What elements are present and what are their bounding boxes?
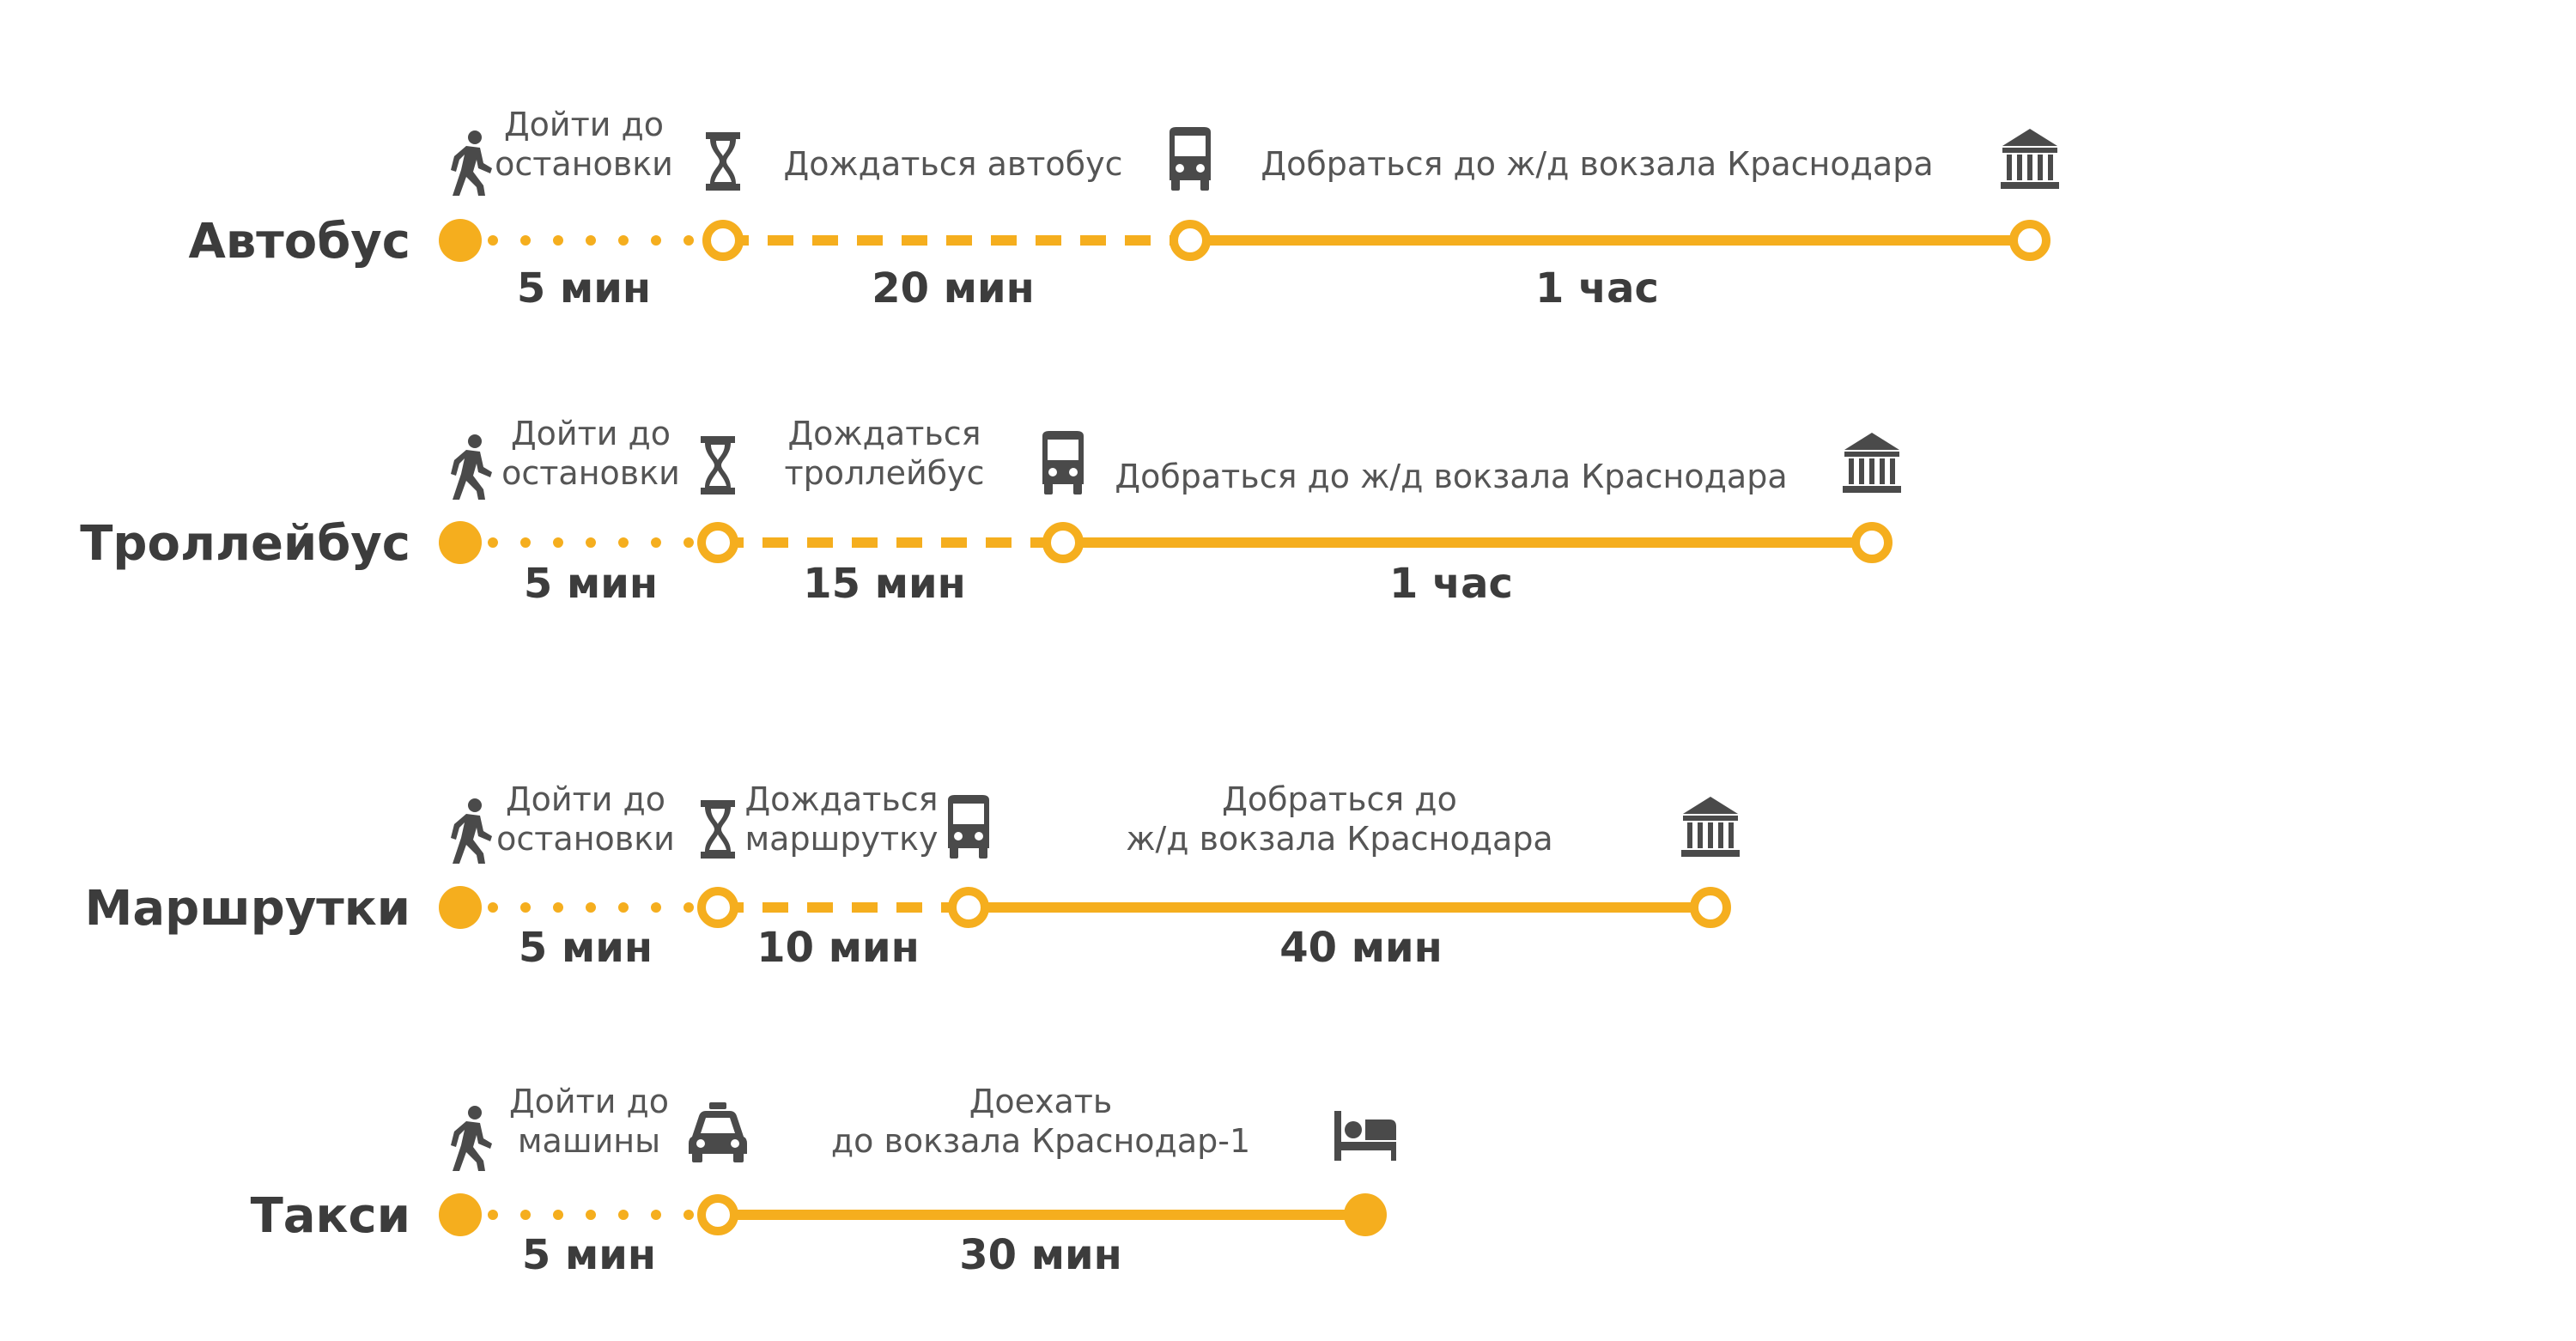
step-label: Дождаться автобус [784, 145, 1123, 183]
station-building-icon [1843, 433, 1901, 493]
step-duration: 15 мин [803, 560, 966, 608]
end-node [2009, 220, 2050, 261]
hourglass-icon [706, 132, 740, 191]
step-duration: 5 мин [524, 560, 658, 608]
step-duration: 5 мин [522, 1231, 656, 1279]
step-label: остановки [495, 145, 673, 183]
step-label: Дойти до [506, 780, 665, 818]
walking-person-icon [451, 798, 492, 864]
stop-node [697, 887, 738, 928]
start-node [439, 219, 482, 262]
stop-node [697, 1194, 738, 1235]
step-label: до вокзала Краснодар-1 [831, 1122, 1250, 1160]
bus-icon [1170, 127, 1211, 191]
bus-icon [1042, 431, 1084, 495]
step-label: Добраться до [1222, 780, 1457, 818]
stop-node [1042, 522, 1084, 563]
hourglass-icon [701, 436, 735, 495]
step-duration: 5 мин [519, 924, 653, 972]
stop-node [702, 220, 744, 261]
step-label: Добраться до ж/д вокзала Краснодара [1261, 145, 1933, 183]
step-duration: 30 мин [959, 1231, 1122, 1279]
step-duration: 5 мин [517, 264, 651, 312]
step-label: Дойти до [509, 1083, 669, 1120]
walking-person-icon [451, 1106, 492, 1171]
station-building-icon [2001, 129, 2059, 189]
step-label: троллейбус [785, 454, 985, 492]
step-duration: 1 час [1389, 560, 1513, 608]
taxi-icon [689, 1102, 747, 1162]
step-label: Добраться до ж/д вокзала Краснодара [1115, 458, 1787, 495]
step-label: Дождаться [744, 780, 938, 818]
walking-person-icon [451, 434, 492, 500]
hourglass-icon [701, 800, 735, 859]
station-building-icon [1681, 797, 1740, 857]
bus-icon [948, 795, 989, 859]
stop-node [948, 887, 989, 928]
bed-icon [1334, 1111, 1396, 1161]
mode-label: Троллейбус [80, 516, 410, 572]
step-label: Дойти до [504, 106, 664, 143]
end-node [1690, 887, 1731, 928]
step-label: остановки [501, 454, 680, 492]
start-node [439, 886, 482, 929]
mode-label: Такси [251, 1188, 410, 1244]
step-duration: 10 мин [756, 924, 920, 972]
step-label: остановки [496, 820, 675, 858]
start-node [439, 1193, 482, 1236]
stop-node [697, 522, 738, 563]
mode-label: Маршрутки [85, 881, 410, 937]
step-label: Дождаться [787, 415, 981, 452]
walking-person-icon [451, 130, 492, 196]
step-duration: 1 час [1535, 264, 1659, 312]
step-label: машины [518, 1122, 660, 1160]
step-label: маршрутку [744, 820, 938, 858]
step-label: Дойти до [511, 415, 671, 452]
step-label: Доехать [969, 1083, 1113, 1120]
mode-label: Автобус [188, 214, 410, 270]
step-label: ж/д вокзала Краснодара [1126, 820, 1552, 858]
end-node [1344, 1193, 1387, 1236]
step-duration: 20 мин [872, 264, 1035, 312]
step-duration: 40 мин [1279, 924, 1443, 972]
start-node [439, 521, 482, 564]
end-node [1851, 522, 1893, 563]
stop-node [1170, 220, 1211, 261]
